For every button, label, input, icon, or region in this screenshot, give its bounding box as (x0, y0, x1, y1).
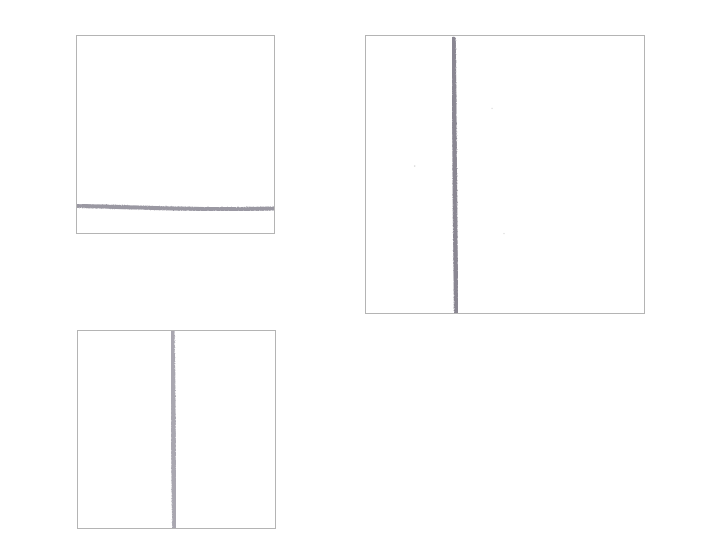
vertical-pencil-stroke (169, 331, 178, 528)
vertical-stroke-path (169, 331, 178, 528)
sketch-panel-horizontal-line (76, 35, 275, 234)
vertical-pencil-stroke (413, 36, 505, 313)
paper-speck (503, 232, 505, 235)
sketch-panel-vertical-line-large (365, 35, 645, 314)
sketch-panel-vertical-line-small (77, 330, 276, 529)
horizontal-pencil-stroke (77, 203, 274, 212)
paper-speck (413, 165, 416, 167)
vertical-stroke-path (451, 36, 459, 313)
paper-speck (491, 107, 493, 110)
horizontal-stroke-path (77, 203, 274, 212)
